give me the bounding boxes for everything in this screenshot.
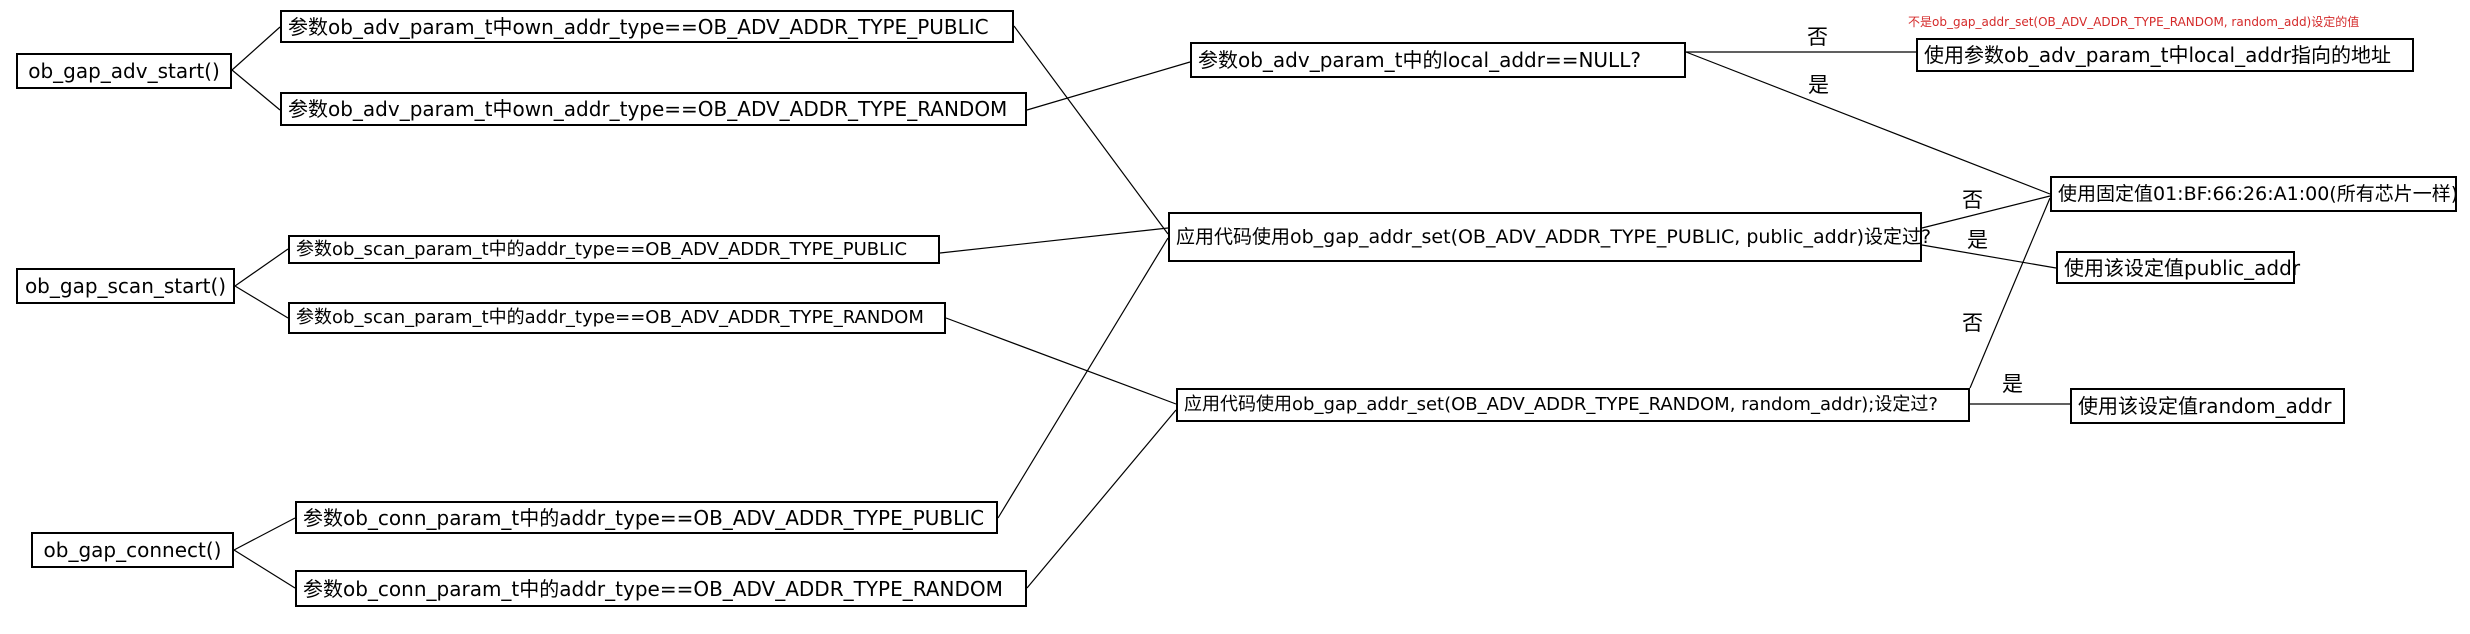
param-box-scan-public: 参数ob_scan_param_t中的addr_type==OB_ADV_ADD… <box>288 235 940 264</box>
result-label: 使用该设定值random_addr <box>2078 394 2332 418</box>
param-box-conn-random: 参数ob_conn_param_t中的addr_type==OB_ADV_ADD… <box>295 570 1027 607</box>
function-label: ob_gap_scan_start() <box>24 274 227 298</box>
param-label: 参数ob_scan_param_t中的addr_type==OB_ADV_ADD… <box>296 238 908 260</box>
param-box-adv-public: 参数ob_adv_param_t中own_addr_type==OB_ADV_A… <box>280 10 1014 43</box>
decision-box-random-set: 应用代码使用ob_gap_addr_set(OB_ADV_ADDR_TYPE_R… <box>1176 388 1970 422</box>
decision-label: 参数ob_adv_param_t中的local_addr==NULL? <box>1198 48 1641 72</box>
decision-box-local-addr: 参数ob_adv_param_t中的local_addr==NULL? <box>1190 42 1686 78</box>
function-box-connect: ob_gap_connect() <box>31 532 234 568</box>
param-label: 参数ob_adv_param_t中own_addr_type==OB_ADV_A… <box>288 14 989 39</box>
edge-label-public-yes: 是 <box>1967 228 1988 252</box>
result-box-use-public: 使用该设定值public_addr <box>2056 251 2300 284</box>
result-label: 使用该设定值public_addr <box>2064 255 2301 280</box>
function-label: ob_gap_adv_start() <box>28 59 220 83</box>
param-label: 参数ob_scan_param_t中的addr_type==OB_ADV_ADD… <box>296 307 924 328</box>
decision-box-public-set: 应用代码使用ob_gap_addr_set(OB_ADV_ADDR_TYPE_P… <box>1168 212 1931 262</box>
decision-label: 应用代码使用ob_gap_addr_set(OB_ADV_ADDR_TYPE_P… <box>1176 225 1932 248</box>
decision-label: 应用代码使用ob_gap_addr_set(OB_ADV_ADDR_TYPE_R… <box>1184 394 1938 415</box>
function-box-scan-start: ob_gap_scan_start() <box>16 268 235 304</box>
annotation-note: 不是ob_gap_addr_set(OB_ADV_ADDR_TYPE_RANDO… <box>1908 15 2360 29</box>
edge-label-local-no: 否 <box>1807 25 1828 49</box>
param-box-scan-random: 参数ob_scan_param_t中的addr_type==OB_ADV_ADD… <box>288 302 946 334</box>
result-box-use-local-addr: 使用参数ob_adv_param_t中local_addr指向的地址 <box>1916 38 2414 72</box>
param-box-adv-random: 参数ob_adv_param_t中own_addr_type==OB_ADV_A… <box>280 92 1027 126</box>
function-box-adv-start: ob_gap_adv_start() <box>16 53 232 89</box>
result-label: 使用固定值01:BF:66:26:A1:00(所有芯片一样) <box>2058 182 2459 205</box>
param-label: 参数ob_adv_param_t中own_addr_type==OB_ADV_A… <box>288 97 1008 121</box>
result-box-use-fixed: 使用固定值01:BF:66:26:A1:00(所有芯片一样) <box>2050 176 2459 212</box>
function-label: ob_gap_connect() <box>43 538 222 562</box>
edge-label-random-no: 否 <box>1962 311 1983 335</box>
param-box-conn-public: 参数ob_conn_param_t中的addr_type==OB_ADV_ADD… <box>295 501 998 534</box>
result-box-use-random: 使用该设定值random_addr <box>2070 388 2345 424</box>
param-label: 参数ob_conn_param_t中的addr_type==OB_ADV_ADD… <box>303 505 985 530</box>
edge-label-random-yes: 是 <box>2002 372 2023 396</box>
edge-label-public-no: 否 <box>1962 188 1983 212</box>
result-label: 使用参数ob_adv_param_t中local_addr指向的地址 <box>1924 43 2391 67</box>
edge-label-local-yes: 是 <box>1808 73 1829 97</box>
param-label: 参数ob_conn_param_t中的addr_type==OB_ADV_ADD… <box>303 576 1003 601</box>
